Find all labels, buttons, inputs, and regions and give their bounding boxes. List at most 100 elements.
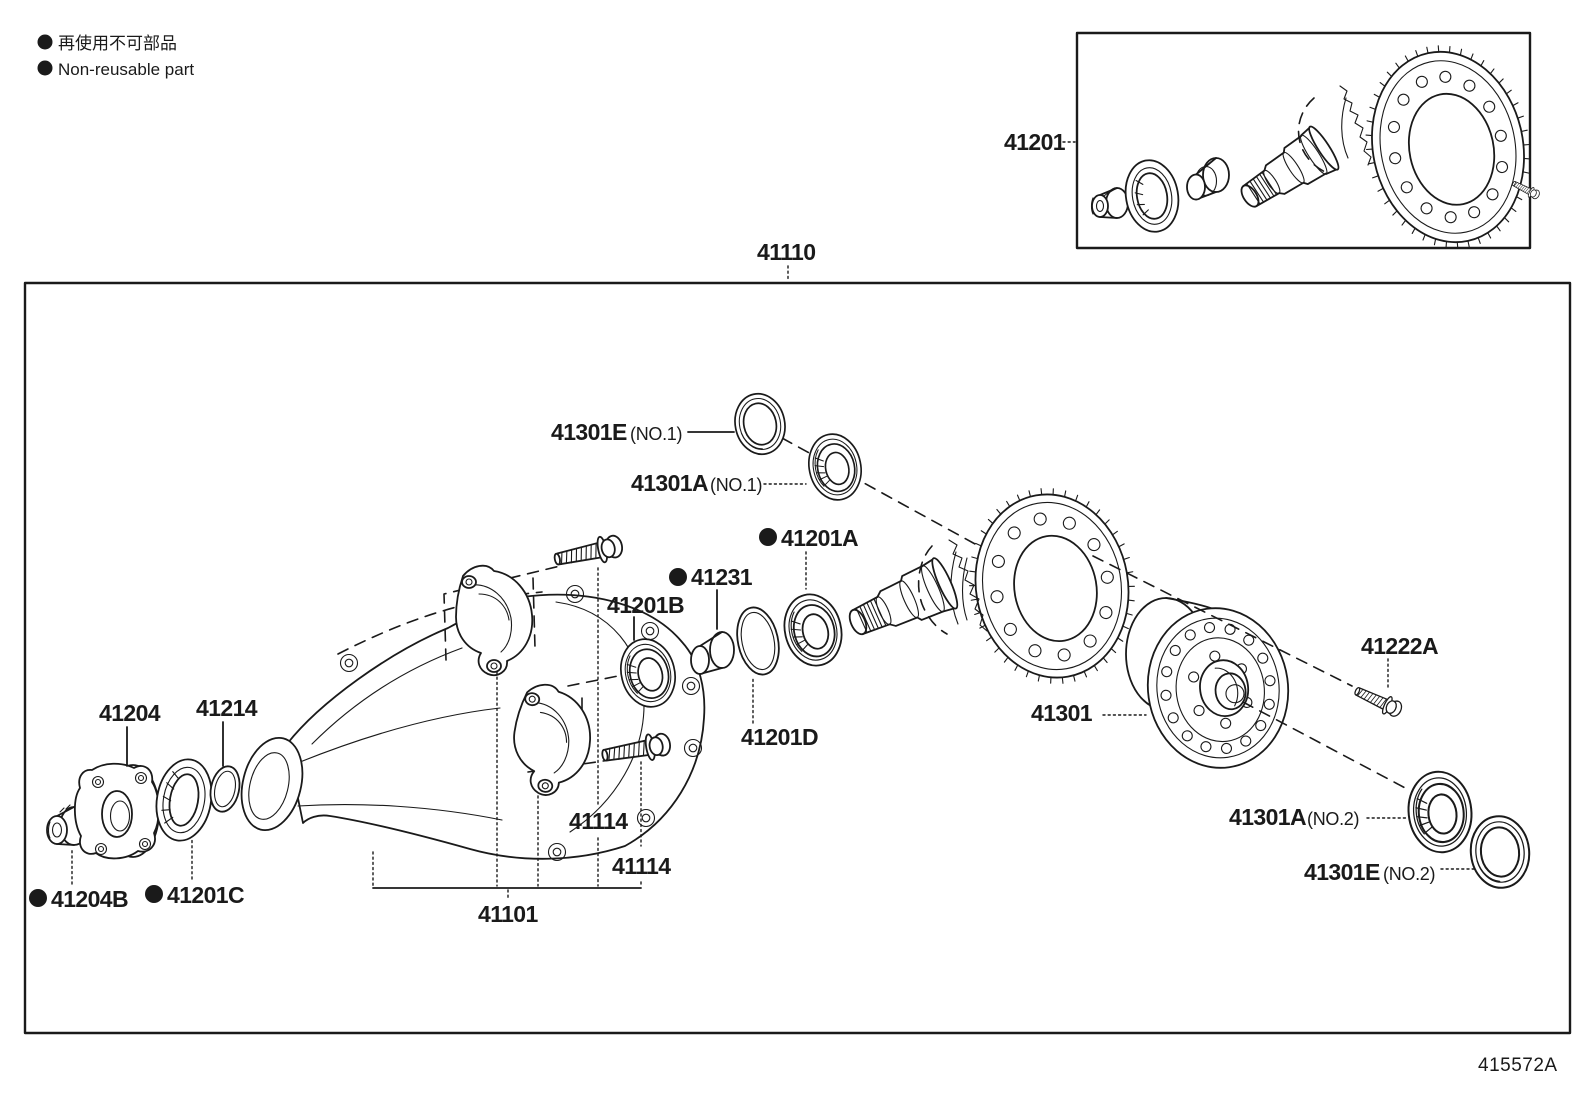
gear-tooth: [1123, 556, 1130, 560]
gear-tooth: [1445, 240, 1448, 249]
flange-bolt-hole: [137, 774, 145, 782]
bolt-hole: [990, 590, 1004, 604]
housing-ear-hole: [552, 847, 562, 857]
bolt-hole: [1087, 538, 1101, 552]
gear-tooth: [980, 530, 987, 535]
gear-tooth: [1104, 519, 1110, 525]
part-label-41222A: 41222A: [1361, 633, 1438, 659]
leader-lines: [71, 431, 1478, 901]
gear-tooth: [1122, 625, 1129, 630]
gear-tooth: [1470, 53, 1474, 61]
gear-tooth: [1063, 490, 1067, 498]
flange-hole: [1263, 698, 1275, 710]
seal-41301E-no2: [1466, 812, 1534, 892]
bolt-hole: [1387, 120, 1401, 134]
gear-tooth: [1480, 60, 1485, 67]
face-slot: [1193, 705, 1205, 717]
flange-hole: [1255, 719, 1267, 732]
part-label-41201B: 41201B: [607, 592, 684, 618]
gear-tooth: [1118, 543, 1125, 548]
gear-tooth: [1052, 488, 1054, 496]
non-reusable-dot-icon: [37, 60, 53, 76]
bolt-hole: [991, 554, 1005, 568]
gear-tooth: [1125, 612, 1133, 616]
flange-hole: [1220, 742, 1233, 754]
flange-bolt-hole: [141, 840, 149, 848]
gear-tooth: [1016, 494, 1021, 502]
spacer-41231: [690, 631, 735, 675]
part-label-41201D: 41201D: [741, 724, 818, 750]
part-label-41204B: 41204B: [51, 886, 128, 912]
gear-tooth: [1040, 488, 1043, 496]
flange-hole: [1243, 634, 1255, 646]
gear-tooth: [1395, 62, 1400, 69]
inset-ring-gear: [1365, 45, 1531, 249]
part-label-41301A-no1: 41301A(NO.1): [631, 470, 762, 496]
flange-hole: [1161, 666, 1173, 678]
gear-tooth: [1384, 199, 1391, 205]
gear-tooth: [1426, 46, 1429, 54]
gear-tooth: [1377, 187, 1384, 192]
cap1-dash-box: [443, 565, 561, 661]
housing-ear: [547, 842, 567, 862]
legend-jp: 再使用不可部品: [58, 33, 177, 53]
inset-frame: [1075, 31, 1532, 250]
drive-pinion: [848, 539, 988, 636]
gear-tooth: [1037, 674, 1041, 682]
bolt-hole: [1420, 202, 1433, 215]
bolt-hole: [1062, 516, 1076, 530]
flange-hole: [1264, 675, 1276, 687]
cap-bolt-41114-1: [551, 531, 626, 574]
flange-bolt-hole: [91, 775, 105, 789]
gear-tooth: [996, 508, 1002, 515]
gear-tooth: [1083, 670, 1088, 678]
flange-bolt-hole: [94, 778, 102, 786]
part-label-41214: 41214: [196, 695, 258, 721]
oil-seal-41201C: [155, 758, 213, 842]
bolt-hole: [1397, 93, 1410, 106]
gear-tooth: [1404, 55, 1409, 62]
bolt-hole: [1099, 605, 1113, 620]
gear-tooth: [1512, 102, 1519, 107]
bolt-hole: [1400, 181, 1413, 194]
gear-tooth: [1102, 657, 1108, 664]
gear-tooth: [1487, 232, 1492, 239]
gear-tooth: [1003, 656, 1009, 663]
gear-tooth: [1085, 501, 1090, 508]
gear-tooth: [1028, 490, 1032, 498]
gear-tooth: [1075, 494, 1079, 502]
part-label-41301E-no1: 41301E(NO.1): [551, 419, 682, 445]
bolt-hole: [1444, 211, 1457, 224]
housing-ear-hole: [686, 681, 696, 691]
housing-ear: [681, 676, 701, 696]
gear-tooth: [1503, 217, 1510, 223]
gear-tooth: [1006, 500, 1011, 508]
gear-tooth: [1522, 143, 1531, 146]
non-reusable-dot-icon: [37, 34, 53, 50]
gear-tooth: [1025, 670, 1029, 678]
flange-hole: [1167, 712, 1179, 724]
axis-dash-3: [1242, 701, 1410, 791]
legend: 再使用不可部品 Non-reusable part: [37, 33, 194, 79]
gear-tooth: [1496, 225, 1501, 232]
gear-tooth: [1459, 48, 1463, 56]
gear-tooth: [1520, 129, 1528, 132]
gear-tooth: [1366, 120, 1374, 123]
bolt-hole: [1057, 648, 1071, 662]
flange-bolt-hole: [138, 837, 152, 851]
non-reusable-dot-icon: [145, 885, 163, 903]
bolt-hole: [1495, 160, 1509, 174]
bolt-hole: [1494, 129, 1507, 142]
gear-tooth: [1422, 233, 1426, 241]
gear-tooth: [1433, 238, 1437, 246]
gear-tooth: [1127, 585, 1135, 587]
diff-case-41301: [1125, 597, 1290, 769]
gear-tooth: [1401, 219, 1407, 226]
gear-tooth: [971, 556, 979, 560]
drawing-number: 415572A: [1478, 1055, 1558, 1076]
gear-tooth: [1448, 45, 1451, 54]
bearing-41301A-no2: [1403, 767, 1477, 857]
inset-pinion-gear: [1297, 85, 1372, 175]
inset-pinion-shaft: [1240, 125, 1340, 208]
